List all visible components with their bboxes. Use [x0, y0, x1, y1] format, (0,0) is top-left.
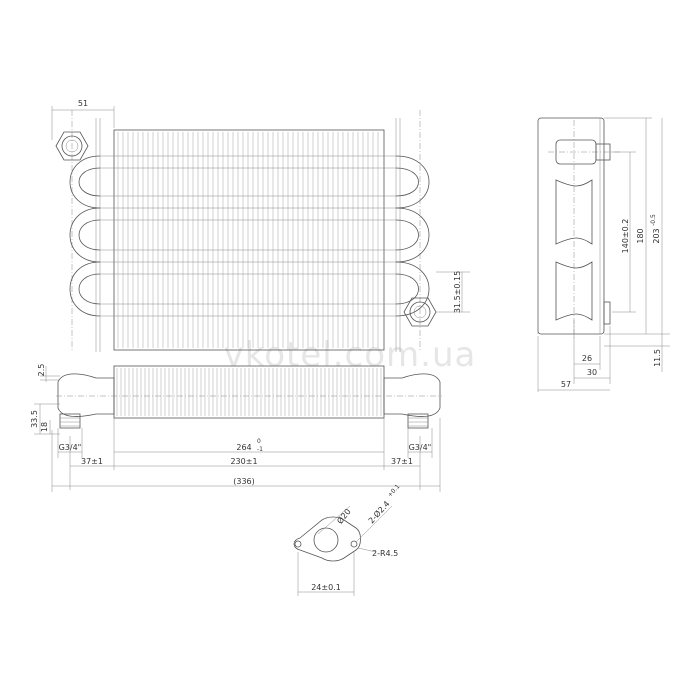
- flange-radius: 2-R4.5: [372, 549, 398, 558]
- flange-holes: 2-Ø2.4: [366, 499, 391, 526]
- dim-336: (336): [233, 477, 255, 486]
- dim-264-tol-lower: -1: [257, 446, 263, 453]
- dim-37-left: 37±1: [81, 457, 103, 466]
- dim-180: 180: [636, 228, 645, 243]
- front-view: 51: [51, 99, 437, 352]
- side-tube-1: [555, 179, 593, 245]
- flange-detail: Ø20 2-Ø2.4 +0.1 2-R4.5 24±0.1: [293, 483, 401, 596]
- dim-37-right: 37±1: [391, 457, 413, 466]
- watermark: vkotel.com.ua: [224, 335, 477, 375]
- flange-width: 24±0.1: [311, 583, 341, 592]
- dim-30: 30: [587, 368, 597, 377]
- fin-bank: [117, 132, 379, 348]
- dim-11-5: 11.5: [653, 349, 662, 367]
- dim-33-5: 33.5: [30, 410, 39, 428]
- bottom-fin-bank: [116, 368, 382, 416]
- hex-fitting-left: [55, 131, 89, 161]
- dim-203-tol: -0.5: [650, 214, 657, 226]
- dim-2-5: 2.5: [37, 364, 46, 377]
- bottom-view: 2.5 33.5 18 G3/4" G3/4" 264 0 -1 37±1 23…: [30, 364, 442, 492]
- dim-31-5: 31.5±0.15: [453, 271, 462, 313]
- side-tube-2: [555, 261, 593, 321]
- dim-57: 57: [561, 380, 571, 389]
- dim-26: 26: [582, 354, 592, 363]
- dim-31-5-group: 31.5±0.15: [436, 271, 470, 313]
- dim-264: 264: [236, 443, 251, 452]
- flange-diameter: Ø20: [335, 507, 353, 526]
- dim-width-51: 51: [78, 99, 88, 108]
- dim-230: 230±1: [230, 457, 257, 466]
- flange-holes-tol: +0.1: [386, 483, 401, 499]
- dim-203: 203: [652, 228, 661, 243]
- side-view: 140±0.2 180 203 -0.5 11.5 26 30 57: [537, 117, 670, 392]
- dim-264-tol-upper: 0: [257, 438, 261, 445]
- dim-18: 18: [40, 422, 49, 432]
- tube-rows: [100, 155, 396, 317]
- dim-140: 140±0.2: [621, 219, 630, 254]
